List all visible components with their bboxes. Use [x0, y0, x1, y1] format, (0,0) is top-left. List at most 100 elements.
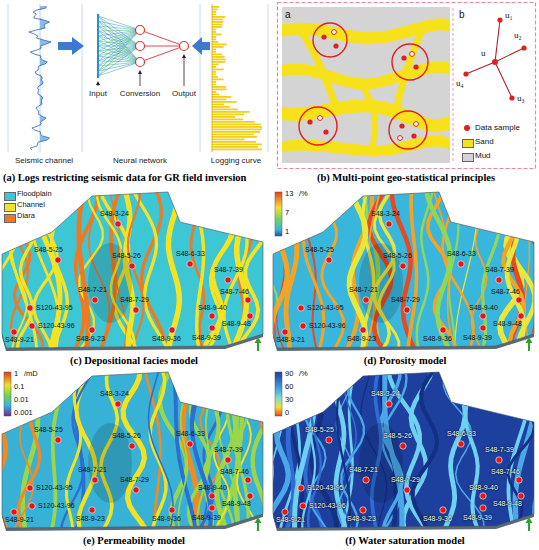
legend-swatch — [4, 203, 16, 212]
well-dot — [92, 477, 98, 483]
well-name: S48-9-48 — [222, 500, 251, 508]
caption: (c) Depositional facies model — [70, 355, 198, 367]
channel-stripes — [259, 362, 539, 538]
well-dot — [496, 457, 502, 463]
path-shape — [129, 182, 171, 358]
well-dot — [115, 401, 121, 407]
rect-shape — [212, 79, 224, 81]
rect-shape — [212, 96, 231, 98]
line-shape — [98, 41, 140, 62]
well-name: S48-9-36 — [152, 335, 181, 343]
rect-shape — [212, 116, 235, 118]
path-shape — [295, 362, 316, 538]
rect-shape — [212, 56, 225, 58]
well-dot — [480, 325, 486, 331]
line-shape — [98, 62, 140, 71]
north-arrow — [528, 342, 530, 351]
rect-shape — [212, 149, 262, 151]
north-arrow — [528, 522, 530, 531]
north-arrow — [257, 342, 259, 351]
well-name: S48-7-39 — [485, 446, 514, 454]
well-name: S48-7-39 — [485, 266, 514, 274]
well-dot — [11, 329, 17, 335]
path-shape — [192, 362, 211, 538]
well-dot — [363, 477, 369, 483]
well-dot — [129, 263, 135, 269]
rect-shape — [212, 14, 216, 16]
well-name: S48-5-25 — [305, 426, 334, 434]
line-shape — [98, 21, 140, 46]
logging-curve — [212, 4, 262, 152]
polyline-shape — [29, 6, 51, 150]
legend-text: Channel — [17, 201, 45, 210]
well-dot — [516, 477, 522, 483]
path-shape — [407, 182, 417, 358]
polygon-shape — [2, 372, 263, 528]
unit-label: /% — [299, 190, 308, 199]
line-shape — [98, 30, 140, 56]
well-name: S48-5-26 — [112, 432, 141, 440]
well-dot — [298, 305, 304, 311]
rect-shape — [212, 146, 258, 148]
legend-swatch — [462, 139, 474, 148]
well-dot — [225, 277, 231, 283]
legend-text: Floodplain — [17, 190, 52, 199]
well-dot — [400, 263, 406, 269]
legend-text: Mud — [475, 151, 491, 160]
line-shape — [98, 62, 140, 76]
caption: (e) Permeability model — [83, 535, 185, 547]
well-name: S48-9-40 — [198, 304, 227, 312]
node-symbol: u₁ — [505, 10, 513, 20]
path-shape — [305, 362, 330, 538]
well-dot — [27, 305, 33, 311]
well-dot — [55, 437, 61, 443]
well-dot — [129, 443, 135, 449]
well-name: S48-9-48 — [493, 500, 522, 508]
line-shape — [212, 4, 213, 152]
well-dot — [404, 307, 410, 313]
path-shape — [66, 362, 84, 538]
well-name: S48-9-40 — [469, 304, 498, 312]
pointer-head — [182, 54, 186, 58]
rect-shape — [212, 119, 243, 121]
well-dot — [440, 327, 446, 333]
caption: (b) Multi-point geo-statistical principl… — [317, 172, 495, 184]
well-dot — [55, 257, 61, 263]
well-name: S48-9-39 — [192, 514, 221, 522]
node-symbol: u₃ — [517, 93, 525, 103]
well-name: S48-9-21 — [276, 516, 305, 524]
rect-shape — [212, 124, 261, 126]
line-shape — [97, 14, 99, 78]
line-shape — [98, 16, 140, 62]
rect-shape — [212, 106, 230, 108]
north-arrow — [255, 337, 262, 343]
well-name: S48-9-23 — [347, 515, 376, 523]
path-shape — [417, 182, 433, 358]
layer-label: Conversion — [120, 89, 160, 98]
well-dot — [115, 221, 121, 227]
well-dot — [89, 327, 95, 333]
well-name: S48-9-39 — [192, 334, 221, 342]
scale-value: 7 — [285, 209, 289, 218]
well-name: S48-7-46 — [491, 288, 520, 296]
north-arrow — [257, 522, 259, 531]
path-shape — [178, 362, 189, 538]
well-dot — [298, 485, 304, 491]
well-name: S48-5-25 — [34, 426, 63, 434]
channel-stripes — [231, 182, 539, 358]
well-dot — [29, 503, 35, 509]
rect-shape — [212, 59, 226, 61]
well-dot — [282, 509, 288, 515]
well-dot — [360, 327, 366, 333]
well-dot — [209, 325, 215, 331]
rect-shape — [212, 129, 262, 131]
well-name: S48-9-23 — [76, 515, 105, 523]
line-shape — [98, 46, 140, 66]
path-shape — [79, 182, 88, 358]
well-dot — [496, 277, 502, 283]
scale-value: 0.01 — [14, 396, 29, 405]
north-arrow — [526, 517, 533, 523]
legend-text: Sand — [475, 137, 494, 146]
caption: (a) Logs restricting seismic data for GR… — [3, 172, 246, 184]
well-dot — [133, 487, 139, 493]
